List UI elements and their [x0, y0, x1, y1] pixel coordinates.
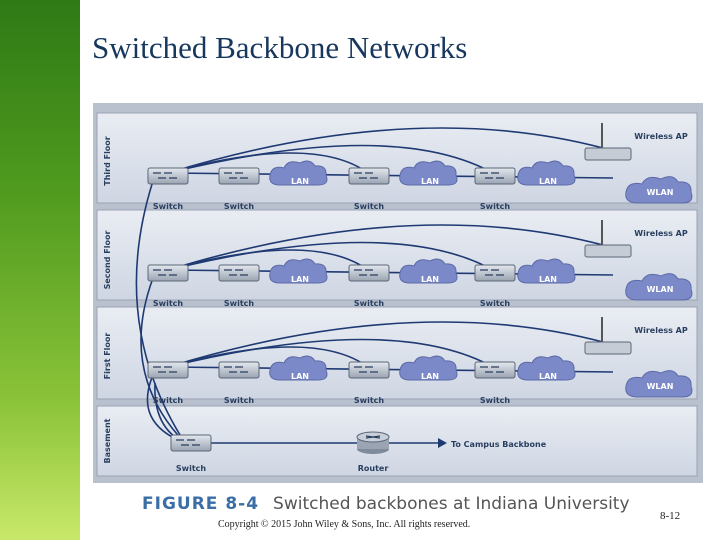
lan-cloud	[517, 160, 576, 186]
svg-text:LAN: LAN	[421, 275, 439, 284]
svg-text:Switch: Switch	[153, 202, 183, 211]
wireless-ap-icon	[584, 220, 632, 258]
svg-text:LAN: LAN	[291, 372, 309, 381]
svg-text:Wireless AP: Wireless AP	[634, 229, 688, 238]
router-icon	[356, 431, 390, 454]
slide-title: Switched Backbone Networks	[92, 30, 468, 65]
switch-icon	[348, 361, 390, 379]
switch-icon	[218, 361, 260, 379]
svg-text:LAN: LAN	[421, 177, 439, 186]
svg-text:Switch: Switch	[354, 299, 384, 308]
figure-caption-text: Switched backbones at Indiana University	[273, 494, 630, 514]
switch-icon	[147, 264, 189, 282]
lan-cloud	[399, 355, 458, 381]
floor-label-first: First Floor	[103, 333, 112, 380]
svg-text:LAN: LAN	[291, 177, 309, 186]
svg-text:WLAN: WLAN	[647, 188, 674, 197]
wlan-cloud	[625, 176, 693, 204]
lan-cloud	[517, 355, 576, 381]
svg-text:Switch: Switch	[153, 299, 183, 308]
switch-icon	[147, 167, 189, 185]
svg-text:Switch: Switch	[480, 299, 510, 308]
page-number: 8-12	[660, 510, 681, 522]
switch-icon	[170, 434, 212, 452]
svg-text:LAN: LAN	[539, 275, 557, 284]
lan-cloud	[269, 258, 328, 284]
svg-text:Switch: Switch	[176, 464, 206, 473]
switch-icon	[474, 264, 516, 282]
lan-cloud	[269, 160, 328, 186]
switch-icon	[474, 361, 516, 379]
svg-text:Switch: Switch	[224, 299, 254, 308]
floor-label-third: Third Floor	[103, 136, 112, 186]
switch-icon	[147, 361, 189, 379]
lan-cloud	[399, 258, 458, 284]
svg-text:LAN: LAN	[291, 275, 309, 284]
copyright-text: Copyright © 2015 John Wiley & Sons, Inc.…	[218, 519, 471, 530]
svg-text:Wireless AP: Wireless AP	[634, 326, 688, 335]
wlan-cloud	[625, 370, 693, 398]
wlan-cloud	[625, 273, 693, 301]
floor-label-second: Second Floor	[103, 231, 112, 290]
switch-icon	[474, 167, 516, 185]
switch-icon	[348, 264, 390, 282]
svg-text:Switch: Switch	[224, 396, 254, 405]
svg-text:To Campus Backbone: To Campus Backbone	[451, 440, 547, 449]
lan-cloud	[399, 160, 458, 186]
svg-text:Switch: Switch	[480, 396, 510, 405]
wireless-ap-icon	[584, 123, 632, 161]
svg-text:Switch: Switch	[224, 202, 254, 211]
switch-icon	[218, 167, 260, 185]
svg-text:LAN: LAN	[539, 372, 557, 381]
svg-text:WLAN: WLAN	[647, 285, 674, 294]
svg-text:LAN: LAN	[421, 372, 439, 381]
svg-text:Switch: Switch	[153, 396, 183, 405]
svg-text:LAN: LAN	[539, 177, 557, 186]
network-diagram: Third Floor Second Floor First Floor Bas…	[93, 103, 703, 483]
svg-text:Wireless AP: Wireless AP	[634, 132, 688, 141]
figure-caption: FIGURE 8-4 Switched backbones at Indiana …	[142, 494, 630, 514]
switch-icon	[348, 167, 390, 185]
switch-icon	[218, 264, 260, 282]
floor-label-basement: Basement	[103, 418, 112, 463]
figure-number: FIGURE 8-4	[142, 494, 260, 514]
svg-text:WLAN: WLAN	[647, 382, 674, 391]
wireless-ap-icon	[584, 317, 632, 355]
svg-text:Switch: Switch	[480, 202, 510, 211]
lan-cloud	[517, 258, 576, 284]
decorative-side-bar	[0, 0, 80, 540]
svg-text:Router: Router	[358, 464, 389, 473]
svg-text:Switch: Switch	[354, 202, 384, 211]
lan-cloud	[269, 355, 328, 381]
svg-text:Switch: Switch	[354, 396, 384, 405]
